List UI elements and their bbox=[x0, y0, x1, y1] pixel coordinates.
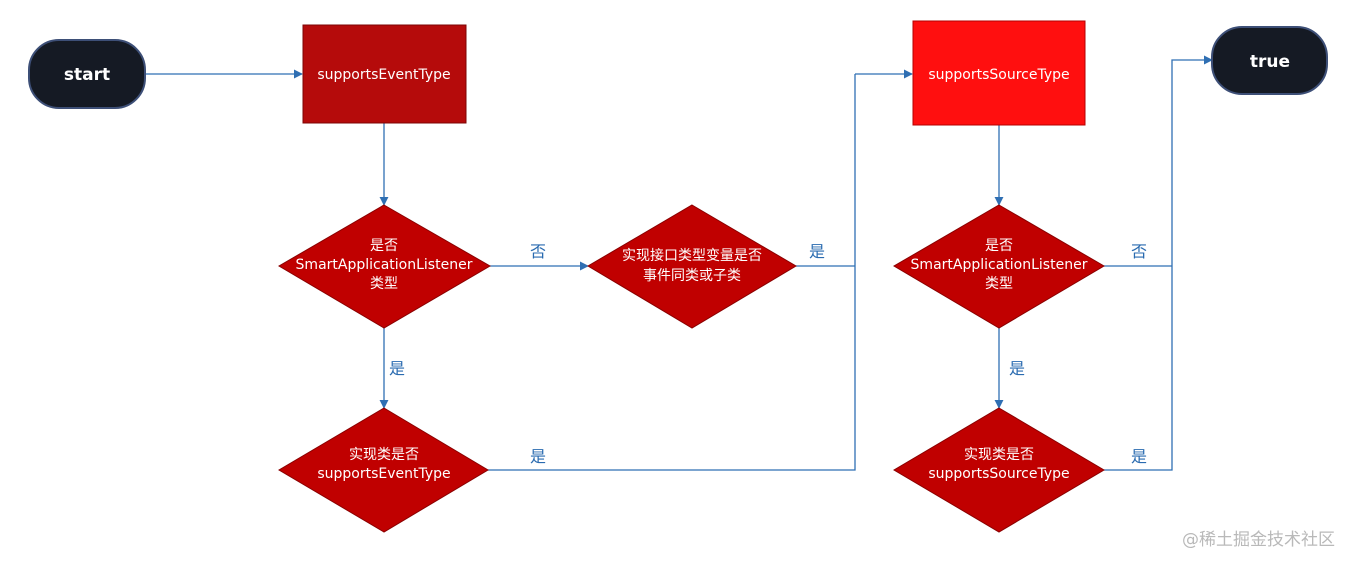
decision-smart-listener-1: 是否 SmartApplicationListener 类型 bbox=[278, 204, 491, 329]
decision-impl-event: 实现类是否 supportsEventType bbox=[278, 407, 489, 533]
edge-label-no-1: 否 bbox=[530, 242, 546, 261]
edge-label-yes-5: 是 bbox=[1131, 447, 1147, 466]
edges bbox=[145, 55, 1213, 471]
start-node: start bbox=[28, 39, 146, 109]
decision-impl-event-line2: supportsEventType bbox=[317, 466, 450, 482]
edge-label-yes-4: 是 bbox=[1009, 359, 1025, 378]
decision-smart-listener-2: 是否 SmartApplicationListener 类型 bbox=[893, 204, 1105, 329]
true-label: true bbox=[1250, 52, 1290, 72]
decision-impl-source-line2: supportsSourceType bbox=[928, 466, 1069, 482]
decision-impl-generic-line2: 事件同类或子类 bbox=[643, 268, 741, 284]
edge-label-yes-1: 是 bbox=[809, 242, 825, 261]
decision-impl-source-line1: 实现类是否 bbox=[964, 447, 1034, 463]
decision-smart-listener-2-line3: 类型 bbox=[985, 276, 1013, 292]
watermark-text: @稀土掘金技术社区 bbox=[1182, 530, 1335, 550]
decision-smart-listener-1-line3: 类型 bbox=[370, 276, 398, 292]
supports-event-type-node: supportsEventType bbox=[302, 24, 467, 124]
supports-source-type-node: supportsSourceType bbox=[912, 20, 1086, 126]
edge-label-yes-3: 是 bbox=[530, 447, 546, 466]
decision-smart-listener-1-line1: 是否 bbox=[370, 238, 398, 254]
decision-impl-generic: 实现接口类型变量是否 事件同类或子类 bbox=[587, 204, 797, 329]
start-label: start bbox=[64, 65, 110, 85]
edge-label-no-2: 否 bbox=[1131, 242, 1147, 261]
decision-smart-listener-2-line1: 是否 bbox=[985, 238, 1013, 254]
decision-impl-generic-line1: 实现接口类型变量是否 bbox=[622, 247, 762, 264]
true-node: true bbox=[1211, 26, 1328, 95]
decision-impl-source: 实现类是否 supportsSourceType bbox=[893, 407, 1105, 533]
decision-smart-listener-1-line2: SmartApplicationListener bbox=[296, 257, 473, 273]
supports-source-type-label: supportsSourceType bbox=[928, 67, 1069, 83]
edge-impl-source-yes-to-true bbox=[1104, 55, 1213, 471]
edge-label-yes-2: 是 bbox=[389, 359, 405, 378]
edge-impl-event-yes-to-bus bbox=[488, 74, 856, 471]
decision-impl-event-line1: 实现类是否 bbox=[349, 447, 419, 463]
decision-smart-listener-2-line2: SmartApplicationListener bbox=[911, 257, 1088, 273]
supports-event-type-label: supportsEventType bbox=[317, 67, 450, 83]
